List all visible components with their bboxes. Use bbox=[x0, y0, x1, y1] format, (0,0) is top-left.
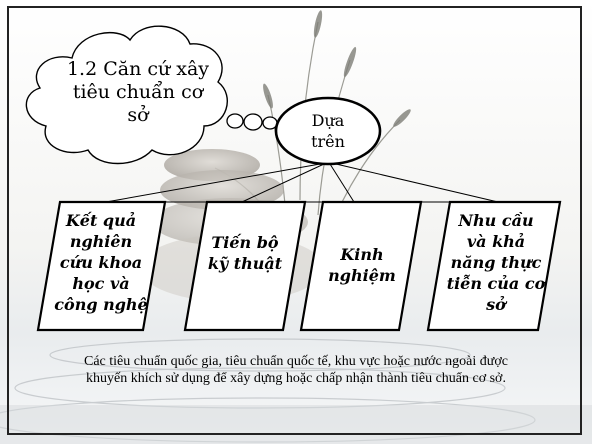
box-shape-2 bbox=[183, 200, 307, 332]
hub-ellipse bbox=[274, 96, 382, 166]
box-label-3: Kinh nghiệm bbox=[328, 245, 396, 286]
box-shape-3 bbox=[299, 200, 423, 332]
box-shape-1 bbox=[36, 200, 167, 332]
box-label-2: Tiến bộ kỹ thuật bbox=[207, 233, 283, 274]
connector-lines bbox=[105, 163, 499, 203]
box-label-4: Nhu cầu và khả năng thực tiễn của cơ sở bbox=[446, 211, 546, 315]
hub-label: Dựa trên bbox=[311, 111, 345, 151]
box-shape-4 bbox=[426, 200, 562, 332]
box-label-1: Kết quả nghiên cứu khoa học và công nghệ bbox=[54, 211, 148, 315]
cloud-title: 1.2 Căn cứ xây tiêu chuẩn cơ sở bbox=[66, 58, 210, 127]
thought-cloud bbox=[25, 25, 228, 165]
thought-bubbles bbox=[226, 113, 278, 131]
footnote-caption: Các tiêu chuẩn quốc gia, tiêu chuẩn quốc… bbox=[84, 354, 508, 387]
